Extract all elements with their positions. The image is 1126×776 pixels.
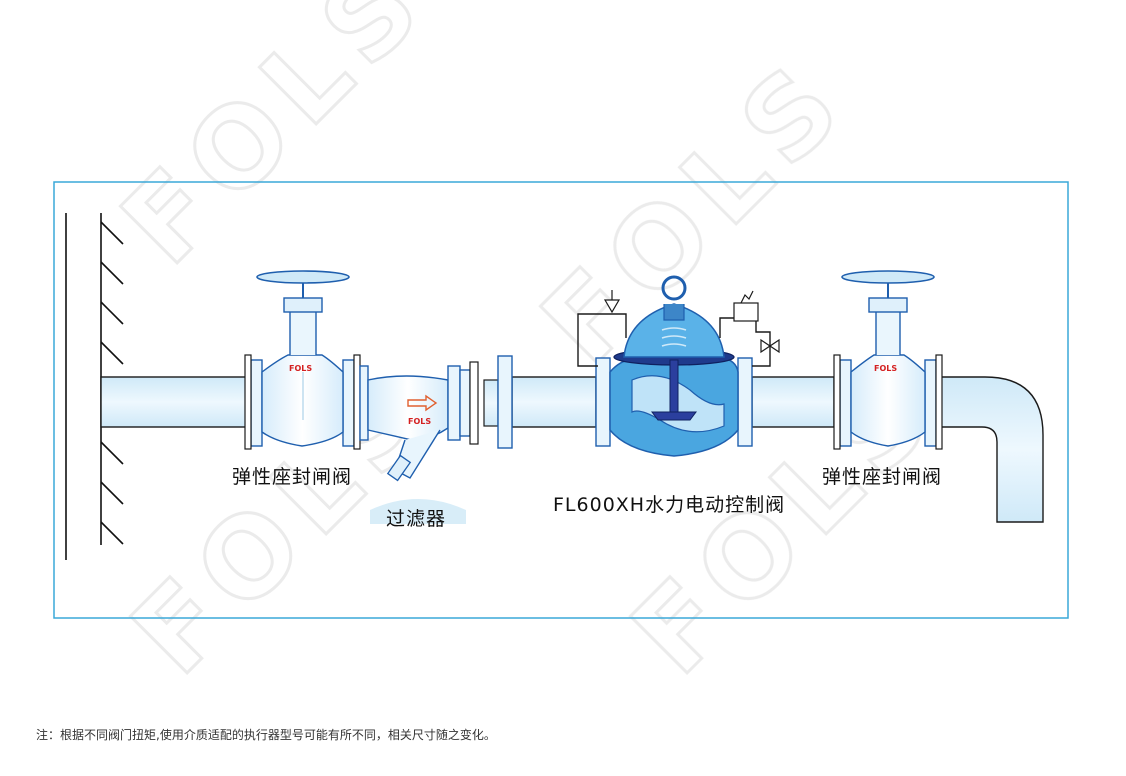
label-filter: 过滤器 — [386, 508, 447, 530]
solenoid-icon — [733, 302, 759, 322]
label-control-valve: FL600XH水力电动控制阀 — [553, 494, 786, 516]
needle-valve-icon — [760, 338, 780, 354]
filter-label-swash — [370, 499, 466, 524]
lifting-eye-icon — [661, 275, 687, 301]
pipe-segment-2 — [511, 376, 597, 428]
flow-arrow-icon — [407, 394, 438, 412]
y-strainer: FOLS — [359, 355, 513, 482]
valve-brand-tag: FOLS — [874, 364, 897, 373]
pipeline — [100, 376, 1044, 523]
control-valve — [577, 275, 780, 457]
pilot-tubing-left — [577, 313, 627, 367]
gate-valve-left: FOLS — [244, 270, 361, 450]
watermark-layer — [96, 0, 965, 700]
handwheel-icon — [256, 270, 350, 284]
handwheel-icon — [841, 270, 935, 284]
label-gate-valve-right: 弹性座封闸阀 — [822, 466, 943, 488]
valve-brand-tag: FOLS — [289, 364, 312, 373]
pipe-segment-1 — [100, 376, 252, 428]
pipe-elbow — [935, 376, 1044, 523]
pipe-segment-3 — [751, 376, 835, 428]
strainer-brand-tag: FOLS — [408, 417, 431, 426]
label-gate-valve-left: 弹性座封闸阀 — [232, 466, 353, 488]
footnote: 注：根据不同阀门扭矩,使用介质适配的执行器型号可能有所不同，相关尺寸随之变化。 — [36, 728, 496, 742]
gate-valve-right: FOLS — [833, 270, 943, 450]
diagram-frame — [53, 181, 1069, 619]
wall — [65, 213, 124, 560]
